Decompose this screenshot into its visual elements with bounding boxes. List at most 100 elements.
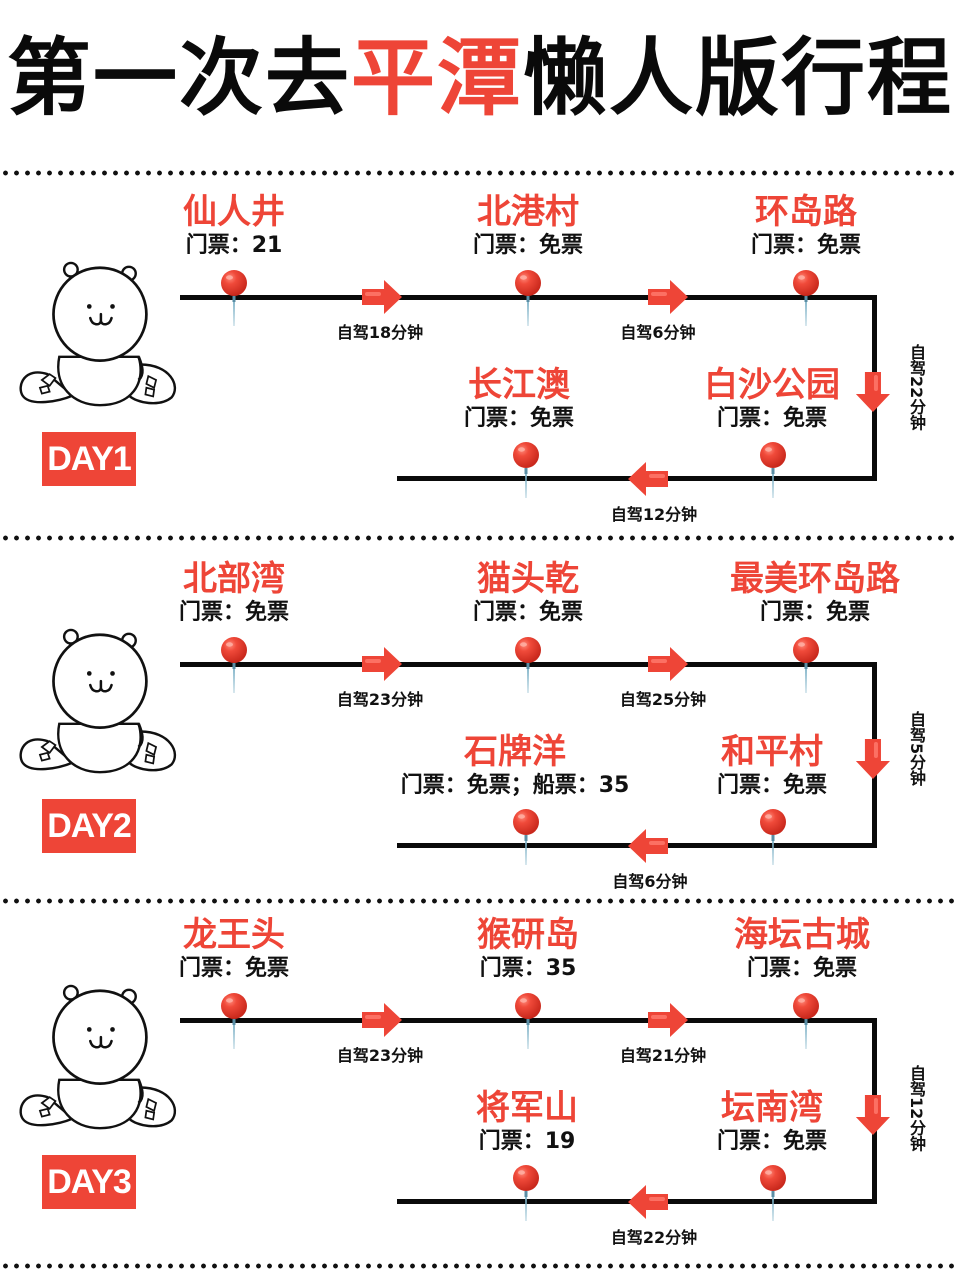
stop-name: 仙人井 [183,192,285,232]
map-pin-icon [513,1165,539,1221]
drive-time: 自驾25分钟 [619,690,707,709]
arrow-right-icon [648,647,688,681]
map-pin-icon [513,442,539,498]
arrow-down-icon [856,739,890,779]
stop-ticket: 门票：免票 [178,600,289,625]
stop-5: 石牌洋 门票：免票；船票：35 [385,732,645,800]
stop-1: 北部湾 门票：免票 [104,559,364,627]
arrow-left-icon [628,829,668,863]
stop-3: 环岛路 门票：免票 [676,192,936,260]
dotted-divider [0,1263,960,1269]
stop-name: 白沙公园 [704,365,840,405]
arrow-left-icon [628,1185,668,1219]
page-title: 第一次去平潭懒人版行程 [0,28,960,128]
stop-ticket: 门票：35 [479,956,577,981]
map-pin-icon [760,809,786,865]
stop-name: 北部湾 [183,559,285,599]
stop-name: 猴研岛 [477,915,579,955]
stop-name: 石牌洋 [464,732,566,772]
stop-ticket: 门票：免票 [472,233,583,258]
stop-ticket: 门票：免票 [472,600,583,625]
arrow-right-icon [362,647,402,681]
stop-2: 猴研岛 门票：35 [398,915,658,983]
stop-ticket: 门票：免票 [759,600,870,625]
map-pin-icon [760,1165,786,1221]
stop-3: 最美环岛路 门票：免票 [685,559,945,627]
map-pin-icon [515,270,541,326]
map-pin-icon [221,637,247,693]
drive-time: 自驾6分钟 [612,872,688,891]
stop-ticket: 门票：免票 [716,773,827,798]
stop-5: 将军山 门票：19 [397,1088,657,1156]
stop-name: 坛南湾 [721,1088,823,1128]
arrow-right-icon [362,280,402,314]
map-pin-icon [515,993,541,1049]
day-badge: DAY3 [42,1155,136,1209]
dotted-divider [0,898,960,904]
drive-time: 自驾6分钟 [620,323,696,342]
stop-ticket: 门票：免票 [178,956,289,981]
stop-name: 海坛古城 [734,915,870,955]
stop-name: 和平村 [721,732,823,772]
day-badge: DAY2 [42,799,136,853]
drive-time: 自驾18分钟 [336,323,424,342]
map-pin-icon [793,993,819,1049]
dotted-divider [0,170,960,176]
day-badge: DAY1 [42,432,136,486]
drive-time: 自驾21分钟 [619,1046,707,1065]
stop-ticket: 门票：免票 [746,956,857,981]
title-prefix: 第一次去 [6,29,351,127]
arrow-right-icon [362,1003,402,1037]
bear-mascot-icon [19,984,177,1130]
stop-1: 龙王头 门票：免票 [104,915,364,983]
stop-name: 北港村 [477,192,579,232]
drive-time: 自驾22分钟 [610,1228,698,1247]
bear-mascot-icon [19,261,177,407]
dotted-divider [0,535,960,541]
stop-name: 将军山 [476,1088,578,1128]
map-pin-icon [515,637,541,693]
stop-2: 北港村 门票：免票 [398,192,658,260]
title-suffix: 懒人版行程 [523,29,954,127]
stop-4: 坛南湾 门票：免票 [642,1088,902,1156]
map-pin-icon [793,270,819,326]
stop-ticket: 门票：免票 [716,406,827,431]
stop-4: 和平村 门票：免票 [642,732,902,800]
map-pin-icon [793,637,819,693]
stop-4: 白沙公园 门票：免票 [642,365,902,433]
drive-time: 自驾22分钟 [907,344,926,431]
stop-5: 长江澳 门票：免票 [389,365,649,433]
stop-name: 长江澳 [468,365,570,405]
day-section-1: DAY1 仙人井 门票：21 北港村 门票：免票 环岛路 门票：免票 白沙公园 … [0,180,960,540]
stop-3: 海坛古城 门票：免票 [672,915,932,983]
arrow-right-icon [648,280,688,314]
drive-time: 自驾12分钟 [907,1065,926,1152]
drive-time: 自驾23分钟 [336,1046,424,1065]
drive-time: 自驾12分钟 [610,505,698,524]
arrow-down-icon [856,1095,890,1135]
map-pin-icon [221,993,247,1049]
stop-ticket: 门票：免票 [750,233,861,258]
day-section-2: DAY2 北部湾 门票：免票 猫头乾 门票：免票 最美环岛路 门票：免票 和平村… [0,547,960,907]
stop-ticket: 门票：免票 [716,1129,827,1154]
stop-name: 环岛路 [755,192,857,232]
drive-time: 自驾5分钟 [907,711,926,787]
stop-1: 仙人井 门票：21 [104,192,364,260]
stop-name: 最美环岛路 [730,559,900,599]
stop-name: 龙王头 [183,915,285,955]
map-pin-icon [760,442,786,498]
title-highlight: 平潭 [350,29,523,127]
drive-time: 自驾23分钟 [336,690,424,709]
arrow-down-icon [856,372,890,412]
stop-ticket: 门票：21 [185,233,283,258]
arrow-right-icon [648,1003,688,1037]
stop-name: 猫头乾 [477,559,579,599]
stop-ticket: 门票：19 [478,1129,576,1154]
day-section-3: DAY3 龙王头 门票：免票 猴研岛 门票：35 海坛古城 门票：免票 坛南湾 … [0,903,960,1263]
stop-ticket: 门票：免票 [463,406,574,431]
arrow-left-icon [628,462,668,496]
map-pin-icon [221,270,247,326]
stop-ticket: 门票：免票；船票：35 [400,773,630,798]
stop-2: 猫头乾 门票：免票 [398,559,658,627]
map-pin-icon [513,809,539,865]
